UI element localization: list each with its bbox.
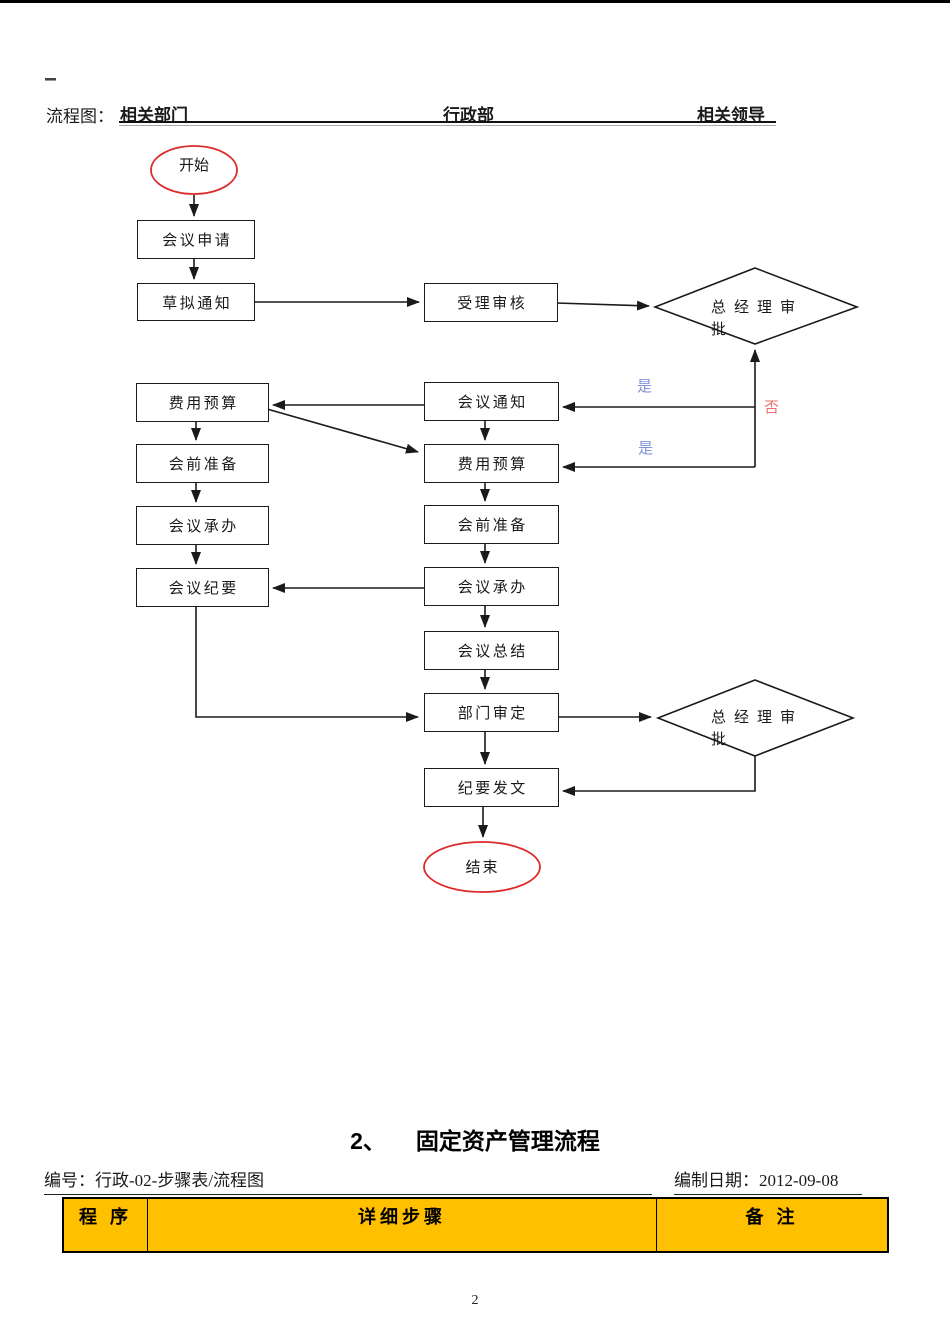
node-host-left: 会议承办: [136, 506, 269, 545]
decision-gm-approve-1: [652, 267, 860, 345]
column-header-related-depts: 相关部门: [120, 106, 188, 125]
decision-gm-approve-2: [655, 679, 856, 757]
node-summary: 会议总结: [424, 631, 559, 670]
section-2-title: 固定资产管理流程: [415, 1128, 600, 1154]
procedure-table: 程 序 详细步骤 备 注: [62, 1197, 889, 1253]
doc-date: 编制日期：2012-09-08: [674, 1166, 862, 1195]
column-header-related-leaders: 相关领导: [697, 106, 765, 125]
yes-label-1: 是: [637, 379, 653, 395]
header-underline-shadow: [119, 125, 776, 126]
terminator-end: [423, 841, 541, 893]
column-header-admin-dept: 行政部: [443, 106, 494, 125]
node-minutes-issue: 纪要发文: [424, 768, 559, 807]
arrow-review-to-gm1: [555, 300, 650, 311]
yes-label-2: 是: [638, 441, 654, 457]
flowchart-label: 流程图：: [46, 107, 114, 126]
node-meeting-notice: 会议通知: [424, 382, 559, 421]
doc-number: 编号：行政-02-步骤表/流程图: [44, 1166, 652, 1195]
table-header-procedure: 程 序: [64, 1199, 148, 1251]
section-2-heading: 2、 固定资产管理流程: [0, 1122, 950, 1156]
node-pre-prep-mid: 会前准备: [424, 505, 559, 544]
gm-approve-1-label: 总经理审批: [711, 300, 804, 338]
arrow-gm2-to-issue: [562, 756, 756, 796]
table-header-remarks: 备 注: [745, 1207, 799, 1227]
arrow-minutes-to-dept: [195, 605, 419, 722]
section-2-number: 2、: [350, 1128, 386, 1154]
header-underline: [119, 121, 776, 123]
arrow-budget-left-to-budget-mid: [266, 408, 419, 454]
doc-date-value: 2012-09-08: [759, 1171, 839, 1190]
page-number: 2: [471, 1293, 479, 1308]
node-host-mid: 会议承办: [424, 567, 559, 606]
end-label: 结束: [465, 860, 500, 876]
node-draft-notice: 草拟通知: [137, 283, 255, 321]
terminator-start: [150, 145, 238, 195]
node-pre-prep-left: 会前准备: [136, 444, 269, 483]
start-label: 开始: [179, 158, 210, 174]
page-top-rule: [0, 0, 950, 3]
stray-dash-mark: [45, 78, 56, 81]
node-dept-review: 部门审定: [424, 693, 559, 732]
table-header-steps: 详细步骤: [148, 1199, 657, 1251]
node-minutes: 会议纪要: [136, 568, 269, 607]
no-label-1: 否: [764, 400, 780, 416]
node-accept-review: 受理审核: [424, 283, 558, 322]
node-fee-budget-left: 费用预算: [136, 383, 269, 422]
doc-date-label: 编制日期：: [674, 1171, 759, 1190]
node-meeting-apply: 会议申请: [137, 220, 255, 259]
node-fee-budget-mid: 费用预算: [424, 444, 559, 483]
gm-approve-2-label: 总经理审批: [711, 710, 804, 748]
